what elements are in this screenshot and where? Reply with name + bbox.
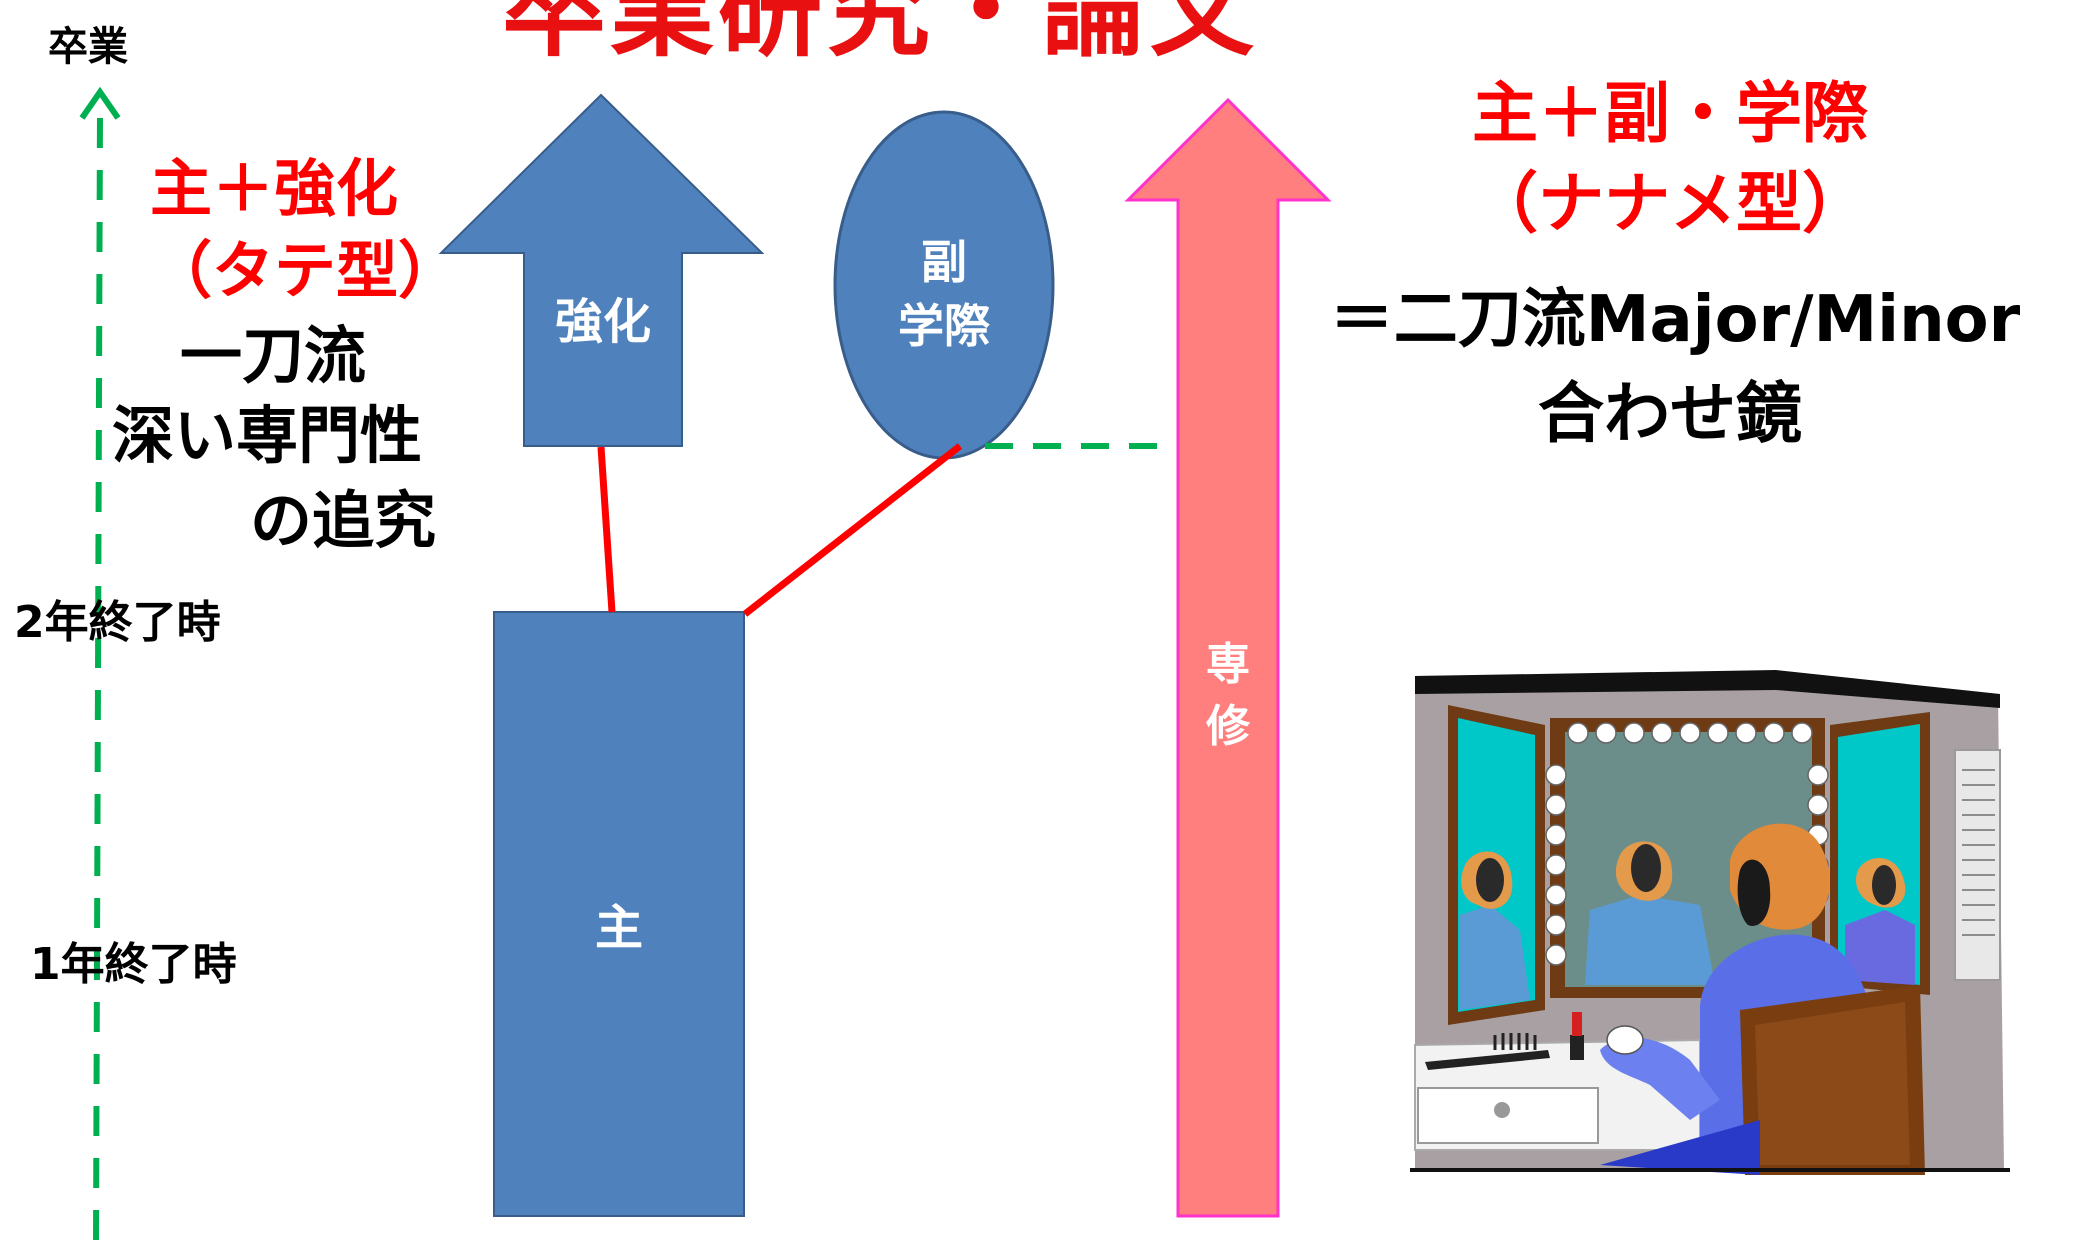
specialty-arrow-label-line1: 専	[1206, 639, 1250, 690]
page-title: 卒業研究・論文	[501, 0, 1258, 71]
minor-ellipse-label-line1: 副	[921, 235, 967, 289]
main-box-label: 主	[594, 900, 643, 956]
axis-top-label: 卒業	[48, 24, 128, 70]
left-line-pursuit: の追究	[250, 484, 437, 557]
axis-mark-year1: 1年終了時	[30, 939, 237, 990]
left-line-one-sword: 一刀流	[180, 319, 367, 392]
specialty-arrow-label-line2: 修	[1206, 701, 1250, 752]
timeline-arrowhead	[79, 86, 121, 120]
right-heading-diagonal: （ナナメ型）	[1472, 165, 1868, 242]
connector-main-to-minor	[742, 443, 963, 617]
strengthen-arrow-label: 強化	[554, 294, 651, 350]
vanity-mirror-illustration	[1410, 670, 2010, 1175]
axis-mark-year2: 2年終了時	[14, 597, 221, 648]
timeline-axis	[79, 86, 121, 1241]
right-heading-type: 主＋副・学際	[1472, 75, 1868, 152]
minor-ellipse-label-line2: 学際	[898, 299, 990, 353]
connector-main-to-strengthen	[597, 446, 616, 613]
strengthen-arrow	[438, 93, 765, 447]
left-heading-type: 主＋強化	[150, 152, 399, 225]
right-line-two-swords: ＝二刀流Major/Minor	[1329, 283, 2021, 357]
left-line-deep-expertise: 深い専門性	[112, 399, 423, 472]
right-line-paired-mirrors: 合わせ鏡	[1538, 375, 1802, 452]
timeline-dashed-line	[93, 109, 103, 1241]
left-heading-vertical: （タテ型）	[150, 234, 461, 307]
main-box	[493, 611, 745, 1217]
specialty-arrow	[1124, 97, 1332, 1218]
